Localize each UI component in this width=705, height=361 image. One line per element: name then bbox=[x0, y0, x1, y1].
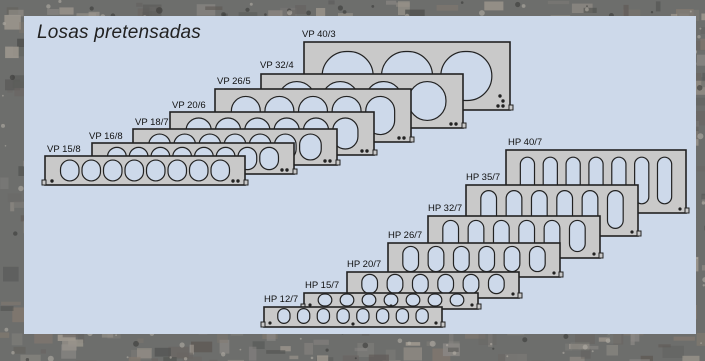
slab-label: VP 26/5 bbox=[217, 76, 251, 87]
round-void bbox=[188, 159, 209, 182]
elongated-void bbox=[606, 190, 624, 229]
elongated-void bbox=[375, 308, 390, 325]
strand-dot bbox=[501, 104, 505, 108]
elongated-void bbox=[339, 293, 355, 307]
strand-dot bbox=[496, 104, 500, 108]
page-title: Losas pretensadas bbox=[37, 22, 201, 43]
elongated-void bbox=[277, 308, 291, 325]
strand-dot bbox=[449, 122, 453, 126]
elongated-void bbox=[427, 245, 445, 273]
vp-slab-section bbox=[41, 155, 249, 186]
strand-dot bbox=[285, 168, 289, 172]
strand-dot bbox=[501, 99, 505, 103]
elongated-void bbox=[656, 156, 673, 205]
round-void bbox=[124, 159, 145, 182]
strand-dot bbox=[360, 149, 364, 153]
slab-label: HP 15/7 bbox=[305, 280, 339, 291]
strand-dot bbox=[630, 230, 634, 234]
strand-dot bbox=[592, 252, 596, 256]
strand-dot bbox=[397, 136, 401, 140]
strand-dot bbox=[351, 322, 355, 326]
strand-dot bbox=[308, 303, 312, 307]
strand-dot bbox=[236, 179, 240, 183]
elongated-void bbox=[356, 308, 370, 325]
elongated-void bbox=[361, 293, 377, 307]
strand-dot bbox=[434, 321, 438, 325]
strand-dot bbox=[231, 179, 235, 183]
round-void bbox=[407, 80, 447, 122]
slab-label: HP 35/7 bbox=[466, 172, 500, 183]
elongated-void bbox=[478, 245, 496, 273]
round-void bbox=[81, 159, 102, 182]
strand-dot bbox=[328, 159, 332, 163]
slab-label: VP 16/8 bbox=[89, 131, 123, 142]
round-void bbox=[299, 133, 322, 161]
elongated-void bbox=[405, 293, 421, 307]
elongated-void bbox=[383, 293, 399, 307]
elongated-void bbox=[462, 273, 480, 295]
elongated-void bbox=[452, 245, 470, 273]
hp-slab-section bbox=[384, 242, 564, 278]
elongated-void bbox=[449, 293, 465, 307]
strand-dot bbox=[454, 122, 458, 126]
slab-label: HP 26/7 bbox=[388, 230, 422, 241]
elongated-void bbox=[427, 293, 443, 307]
strand-dot bbox=[268, 321, 272, 325]
slab-label: HP 32/7 bbox=[428, 203, 462, 214]
elongated-void bbox=[316, 308, 331, 325]
slab-label: VP 15/8 bbox=[47, 144, 81, 155]
round-void bbox=[167, 159, 188, 182]
round-void bbox=[145, 159, 166, 182]
strand-dot bbox=[498, 94, 502, 98]
strand-dot bbox=[678, 207, 682, 211]
hp-slab-section bbox=[300, 292, 482, 310]
elongated-void bbox=[487, 273, 505, 295]
elongated-void bbox=[437, 273, 455, 295]
strand-dot bbox=[50, 179, 54, 183]
round-void bbox=[102, 159, 123, 182]
hp-slab-section bbox=[260, 306, 446, 328]
strand-dot bbox=[323, 159, 327, 163]
slab-label: VP 32/4 bbox=[260, 60, 294, 71]
round-void bbox=[259, 146, 280, 171]
elongated-void bbox=[361, 273, 379, 295]
elongated-void bbox=[386, 273, 404, 295]
elongated-void bbox=[395, 308, 410, 325]
elongated-void bbox=[336, 308, 350, 325]
slab-label: HP 20/7 bbox=[347, 259, 381, 270]
strand-dot bbox=[402, 136, 406, 140]
slab-label: VP 40/3 bbox=[302, 29, 336, 40]
elongated-void bbox=[528, 245, 546, 273]
strand-dot bbox=[365, 149, 369, 153]
strand-dot bbox=[470, 303, 474, 307]
elongated-void bbox=[568, 219, 586, 253]
slab-label: HP 40/7 bbox=[508, 137, 542, 148]
slab-label: VP 18/7 bbox=[135, 117, 169, 128]
elongated-void bbox=[317, 293, 333, 307]
round-void bbox=[59, 159, 80, 182]
round-void bbox=[210, 159, 231, 182]
elongated-void bbox=[411, 273, 429, 295]
strand-dot bbox=[511, 292, 515, 296]
strand-dot bbox=[552, 271, 556, 275]
slab-label: VP 20/6 bbox=[172, 100, 206, 111]
elongated-void bbox=[296, 308, 311, 325]
elongated-void bbox=[415, 308, 429, 325]
elongated-void bbox=[402, 245, 420, 273]
slab-label: HP 12/7 bbox=[264, 294, 298, 305]
elongated-void bbox=[503, 245, 521, 273]
strand-dot bbox=[280, 168, 284, 172]
